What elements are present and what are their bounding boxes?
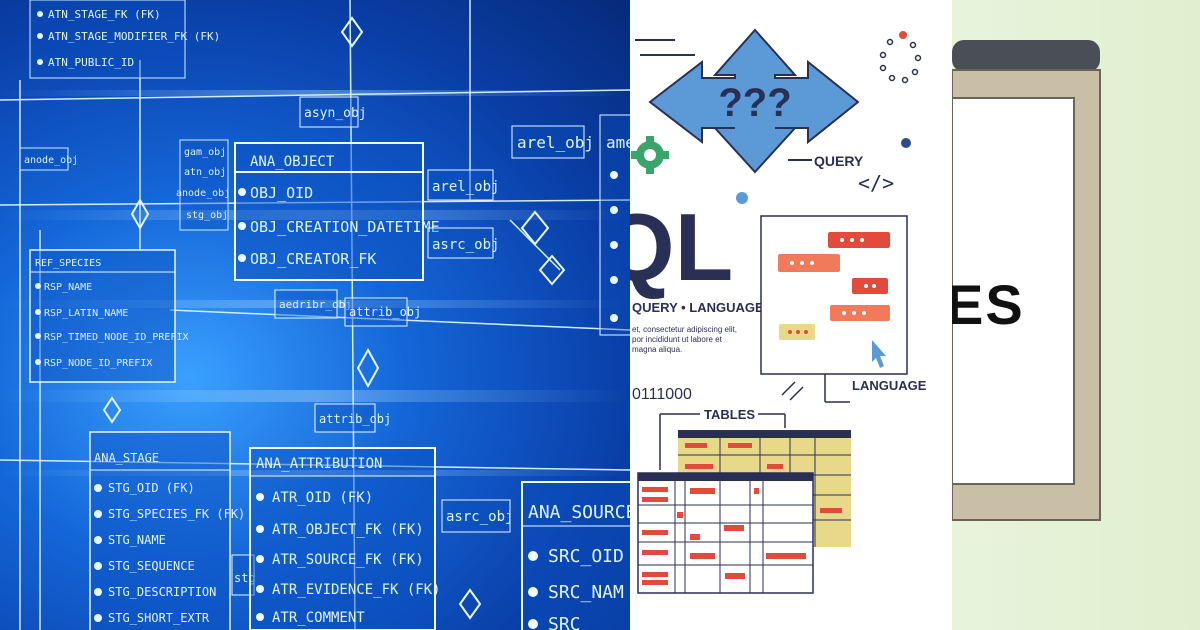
lorem-line: por incididunt ut labore et [632,335,723,344]
ana-source-entity: ANA_SOURCE SRC_OID SRC_NAM SRC_ [521,481,630,630]
entity-title: ANA_SOURCE [528,502,630,523]
svg-text:stg_obj: stg_obj [186,210,228,221]
svg-text:anode_obj: anode_obj [176,188,230,199]
question-marks: ??? [718,81,791,125]
entity-field: RSP_LATIN_NAME [44,308,128,319]
partial-entity-title: ame [606,133,630,152]
entity-field: OBJ_CREATION_DATETIME [250,218,440,236]
field-text: ATN_PUBLIC_ID [48,56,134,69]
svg-text:gam_obj: gam_obj [184,147,226,158]
language-label: LANGUAGE [852,378,927,393]
query-label: QUERY [814,153,864,169]
entity-field: STG_SEQUENCE [108,559,195,573]
dot [901,138,911,148]
spinner-icon [879,31,922,84]
table-front [637,472,814,594]
asrc-obj-label: asrc_obj [446,509,513,525]
entity-field: STG_DESCRIPTION [108,585,216,599]
svg-text:atn_obj: atn_obj [184,167,226,178]
top-field-list: ATN_STAGE_FK (FK) ATN_STAGE_MODIFIER_FK … [29,0,220,79]
asyn-obj-label: asyn_obj [304,106,367,121]
lorem-line: magna aliqua. [632,345,682,354]
field-text: ATN_STAGE_FK (FK) [48,8,161,21]
entity-title: REF_SPECIES [35,258,101,269]
entity-field: SRC_ [548,614,592,630]
entity-field: RSP_NAME [44,282,92,293]
gear-icon [631,136,669,174]
entity-field: SRC_NAM [548,582,624,603]
lorem-line: et, consectetur adipiscing elit, [632,325,737,334]
entity-field: STG_SHORT_EXTR [108,611,210,625]
ana-object-entity: ANA_OBJECT OBJ_OID OBJ_CREATION_DATETIME… [234,142,440,281]
field-text: ATN_STAGE_MODIFIER_FK (FK) [48,30,220,43]
four-way-arrow-icon: ??? [648,28,860,174]
entity-field: STG_NAME [108,533,166,547]
arel-obj-label: arel_obj [517,133,594,152]
er-diagram-panel: ATN_STAGE_FK (FK) ATN_STAGE_MODIFIER_FK … [0,0,630,630]
dot [736,192,748,204]
binary-text: 0111000 [632,386,692,403]
entity-field: STG_SPECIES_FK (FK) [108,507,245,521]
anode-obj-label: anode_obj [24,155,78,166]
small-labels: gam_obj atn_obj anode_obj stg_obj [176,139,230,231]
entity-title: ANA_OBJECT [250,154,335,170]
ref-species-entity: REF_SPECIES RSP_NAME RSP_LATIN_NAME RSP_… [29,249,189,383]
entity-field: RSP_NODE_ID_PREFIX [44,358,152,369]
entity-title: ANA_ATTRIBUTION [256,456,382,472]
asrc-obj-label: asrc_obj [432,237,499,253]
cursor-icon [872,340,886,368]
entity-field: RSP_TIMED_NODE_ID_PREFIX [44,332,189,343]
arel-obj-label: arel_obj [432,179,499,195]
whiteboard-text: ES [952,273,1025,336]
attrib-obj-label: attrib_obj [319,412,391,426]
whiteboard [952,40,1101,521]
entity-field: ATR_SOURCE_FK (FK) [272,552,424,568]
aedribr-obj-label: aedribr_obj [279,298,352,311]
ana-stage-entity: ANA_STAGE STG_OID (FK) STG_SPECIES_FK (F… [89,431,245,630]
ana-attribution-entity: ANA_ATTRIBUTION ATR_OID (FK) ATR_OBJECT_… [249,447,441,630]
relationship-diamonds [102,16,566,620]
whiteboard-panel: ES [952,0,1200,630]
entity-field: ATR_OBJECT_FK (FK) [272,522,424,538]
code-icon: </> [858,171,894,195]
entity-field: OBJ_OID [250,184,313,202]
sql-logo-letters: QL [630,194,733,301]
tables-label: TABLES [704,407,755,422]
er-diagram: ATN_STAGE_FK (FK) ATN_STAGE_MODIFIER_FK … [0,0,630,630]
entity-field: ATR_OID (FK) [272,490,373,506]
sql-infographic: ??? QUERY </> QL QUERY • LANGUAGE et [630,28,927,594]
entity-field: SRC_OID [548,546,624,567]
entity-field: STG_OID (FK) [108,481,195,495]
entity-field: OBJ_CREATOR_FK [250,250,376,268]
entity-field: ATR_COMMENT [272,610,365,626]
chat-window [760,215,908,375]
sql-infographic-panel: ??? QUERY </> QL QUERY • LANGUAGE et [630,0,952,630]
subtitle: QUERY • LANGUAGE [632,300,764,315]
entity-title: ANA_STAGE [94,451,159,465]
attrib-obj-label: attrib_obj [349,305,421,319]
entity-field: ATR_EVIDENCE_FK (FK) [272,582,441,598]
